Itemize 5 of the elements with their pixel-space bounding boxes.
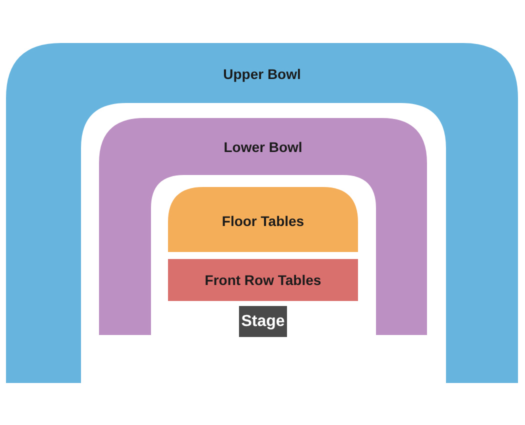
- section-label: Upper Bowl: [223, 66, 301, 82]
- section-label: Lower Bowl: [224, 139, 302, 155]
- stage-block: Stage: [239, 306, 287, 337]
- seating-section: Front Row Tables: [168, 259, 358, 301]
- section-label: Floor Tables: [222, 213, 304, 229]
